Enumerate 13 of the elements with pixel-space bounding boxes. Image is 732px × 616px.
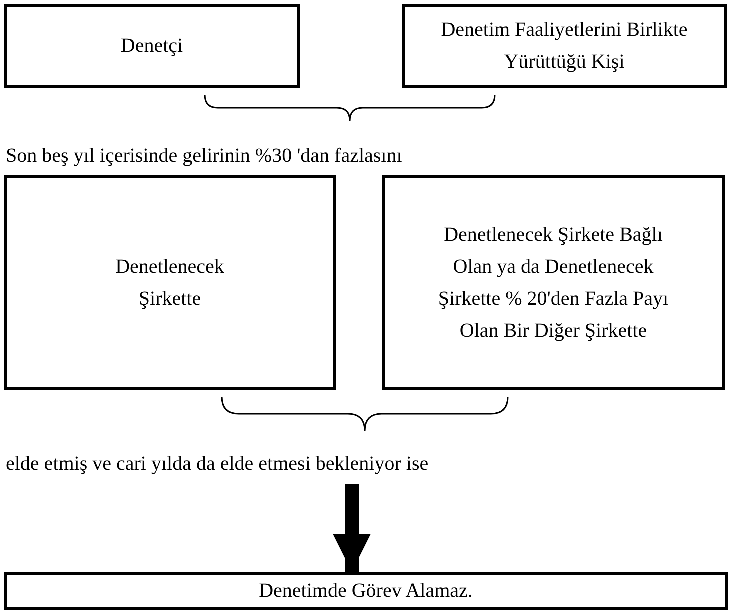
arrow bbox=[333, 484, 371, 572]
box-label: Denetimde Görev Alamaz. bbox=[258, 579, 474, 604]
process-box bbox=[4, 4, 300, 88]
condition-text: elde etmiş ve cari yılda da elde etmesi bekleniyor ise bbox=[6, 452, 429, 477]
result-box bbox=[4, 572, 728, 610]
box-label: Denetlenecek Şirkete Bağlı Olan ya da Denetlenecek Şirkette % 20'den Fazla Payı Olan Bir Diğer Şirkette bbox=[437, 222, 670, 344]
process-box bbox=[382, 175, 725, 390]
condition-text: Son beş yıl içerisinde gelirinin %30 'dan fazlasını bbox=[6, 144, 402, 169]
process-box bbox=[402, 4, 727, 88]
box-label: Denetçi bbox=[120, 34, 184, 59]
process-box bbox=[4, 175, 336, 390]
box-label: Denetlenecek Şirkette bbox=[114, 254, 226, 312]
box-label: Denetim Faaliyetlerini Birlikte Yürüttüğü Kişi bbox=[440, 18, 689, 75]
